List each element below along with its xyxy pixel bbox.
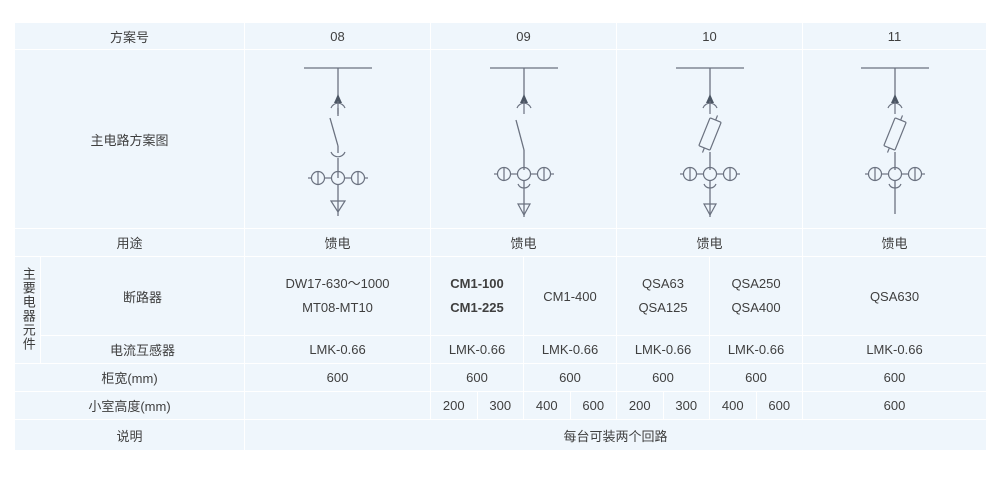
cabinet-width-row-label: 柜宽(mm) <box>13 363 246 392</box>
breaker-value-10-right: QSA250 QSA400 <box>709 256 804 336</box>
ct-value-08: LMK-0.66 <box>244 335 432 364</box>
usage-value-11: 馈电 <box>802 228 988 257</box>
height-09-v3: 400 <box>523 392 570 419</box>
width-value-10-left: 600 <box>616 363 711 392</box>
height-value-11: 600 <box>802 391 988 420</box>
width-value-09-left: 600 <box>430 363 525 392</box>
breaker-value-09-right: CM1-400 <box>523 256 618 336</box>
ct-row: 电流互感器 LMK-0.66 LMK-0.66 LMK-0.66 LMK-0.6… <box>15 335 988 364</box>
breaker-10r-line2: QSA400 <box>731 300 781 315</box>
ct-value-09-left: LMK-0.66 <box>430 335 525 364</box>
ct-row-label: 电流互感器 <box>39 335 246 364</box>
breaker-09l-line1: CM1-100 <box>450 275 504 291</box>
ct-value-10-left: LMK-0.66 <box>616 335 711 364</box>
breaker-08-line2: MT08-MT10 <box>302 300 373 315</box>
breaker-row: 主要电器元件 断路器 DW17-630～1000 MT08-MT10 CM1-1… <box>14 256 988 364</box>
breaker-10l-line2: QSA125 <box>638 300 688 315</box>
height-10-v4: 600 <box>755 392 803 419</box>
note-row-label: 说明 <box>13 419 246 451</box>
usage-row-label: 用途 <box>13 228 246 257</box>
breaker-value-11: QSA630 <box>802 256 988 336</box>
ct-value-10-right: LMK-0.66 <box>709 335 804 364</box>
circuit-diagram-10 <box>675 67 744 217</box>
component-category-label-cell: 主要电器元件 <box>14 256 41 364</box>
ct-value-09-right: LMK-0.66 <box>523 335 618 364</box>
component-category-label: 主要电器元件 <box>20 266 36 351</box>
height-values-09: 200 300 400 600 <box>430 391 618 420</box>
circuit-diagram-08 <box>303 67 372 216</box>
width-value-11: 600 <box>802 363 988 392</box>
compartment-height-row-label: 小室高度(mm) <box>13 391 246 420</box>
diagram-row: 主电路方案图 <box>13 49 988 229</box>
header-col-11: 11 <box>802 22 988 50</box>
header-scheme-label: 方案号 <box>13 22 246 50</box>
height-10-v2: 300 <box>662 392 710 419</box>
diagram-cell-11 <box>802 49 988 229</box>
breaker-value-08: DW17-630～1000 MT08-MT10 <box>244 256 432 336</box>
height-values-10: 200 300 400 600 <box>616 391 804 420</box>
note-value: 每台可装两个回路 <box>244 419 988 451</box>
breaker-10l-line1: QSA63 <box>642 275 684 291</box>
header-col-09: 09 <box>430 22 618 50</box>
breaker-10r-line1: QSA250 <box>731 275 781 291</box>
diagram-cell-08 <box>244 49 432 229</box>
compartment-height-row: 小室高度(mm) 200 300 400 600 200 300 400 600… <box>13 391 988 420</box>
usage-row: 用途 馈电 馈电 馈电 馈电 <box>13 228 988 257</box>
height-10-v3: 400 <box>709 392 756 419</box>
diagram-cell-10 <box>616 49 804 229</box>
height-09-v4: 600 <box>569 392 617 419</box>
circuit-diagram-09 <box>489 67 558 217</box>
note-row: 说明 每台可装两个回路 <box>13 419 988 451</box>
usage-value-09: 馈电 <box>430 228 618 257</box>
width-value-08: 600 <box>244 363 432 392</box>
usage-value-10: 馈电 <box>616 228 804 257</box>
width-value-10-right: 600 <box>709 363 804 392</box>
height-10-v1: 200 <box>628 398 651 413</box>
width-value-09-right: 600 <box>523 363 618 392</box>
diagram-row-label: 主电路方案图 <box>13 49 246 229</box>
breaker-09l-line2: CM1-225 <box>450 300 504 315</box>
ct-value-11: LMK-0.66 <box>802 335 988 364</box>
table-header-row: 方案号 08 09 10 11 <box>13 22 988 50</box>
diagram-cell-09 <box>430 49 618 229</box>
usage-value-08: 馈电 <box>244 228 432 257</box>
header-col-10: 10 <box>616 22 804 50</box>
height-09-v1: 200 <box>442 398 465 413</box>
circuit-scheme-table: 方案号 08 09 10 11 主电路方案图 <box>13 22 988 451</box>
circuit-diagram-11 <box>860 67 929 214</box>
header-col-08: 08 <box>244 22 432 50</box>
cabinet-width-row: 柜宽(mm) 600 600 600 600 600 600 <box>13 363 988 392</box>
height-value-08 <box>244 391 432 420</box>
breaker-08-line1: DW17-630～1000 <box>285 275 390 291</box>
breaker-value-10-left: QSA63 QSA125 <box>616 256 711 336</box>
height-09-v2: 300 <box>476 392 524 419</box>
breaker-row-label: 断路器 <box>39 256 246 336</box>
breaker-value-09-left: CM1-100 CM1-225 <box>430 256 525 336</box>
